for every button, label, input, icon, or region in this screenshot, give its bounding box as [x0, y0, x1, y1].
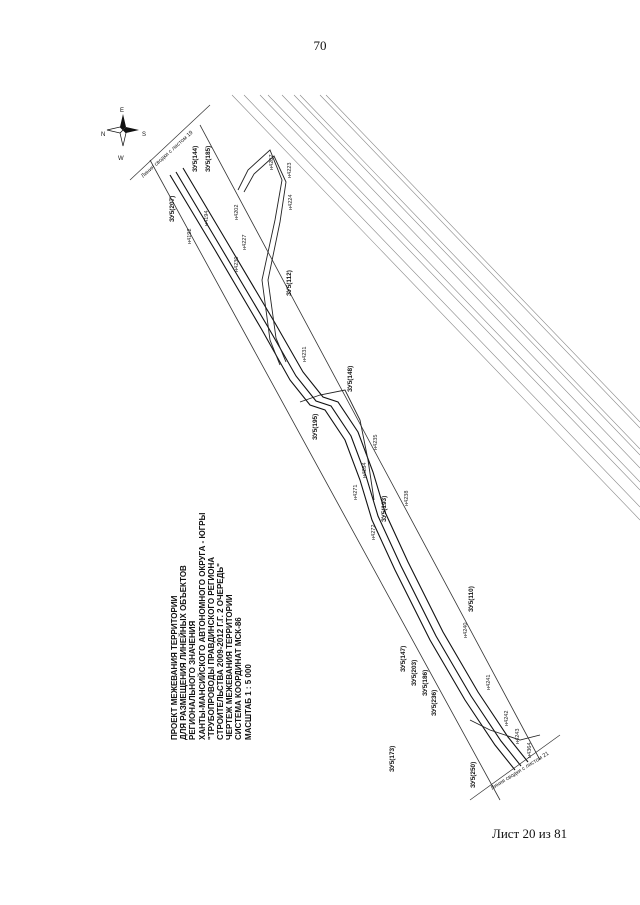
point-label: н4231: [302, 346, 308, 362]
parcel-label: ЗУ5(193): [381, 496, 388, 522]
compass-n: N: [101, 132, 105, 138]
parcel-label: ЗУ5(144): [192, 146, 199, 172]
parcel-label: ЗУ5(112): [286, 270, 293, 296]
point-label: н4202: [234, 204, 240, 220]
point-label: н4272: [371, 524, 377, 540]
parcel-label: ЗУ5(185): [205, 146, 212, 172]
compass-w: W: [118, 156, 124, 162]
parcel-label: ЗУ5(195): [312, 414, 319, 440]
compass-s: S: [142, 132, 146, 138]
road-lines: [231, 94, 640, 521]
corridor-boundary: [149, 124, 541, 801]
point-label: н4230: [234, 256, 240, 272]
point-label: н4235: [373, 434, 379, 450]
point-label: н4271: [353, 484, 359, 500]
parcel-label: ЗУ5(110): [468, 586, 475, 612]
point-label: н4227: [242, 234, 248, 250]
point-label: н4241: [486, 674, 492, 690]
match-line-top-label: Линия сводки с листом 19: [140, 130, 194, 180]
point-label: н4238: [404, 490, 410, 506]
parcel-label: ЗУ5(207): [169, 196, 176, 222]
point-label: н4242: [504, 710, 510, 726]
sheet-label: Лист 20 из 81: [492, 826, 568, 841]
compass-rose-icon: [106, 114, 139, 147]
parcel-outline: [237, 149, 541, 741]
parcel-label: ЗУ5(147): [400, 646, 407, 672]
parcel-label: ЗУ5(250): [470, 762, 477, 788]
point-label: н4240: [463, 622, 469, 638]
page-number: 70: [313, 38, 327, 53]
point-label: н4224: [288, 194, 294, 210]
point-label: н4243: [515, 728, 521, 744]
match-line-bottom-label: Линия сводки с листом 21: [490, 751, 550, 792]
match-line-top: [129, 104, 211, 181]
pipeline-lines: [169, 167, 529, 771]
parcel-label: ЗУ5(236): [431, 690, 438, 716]
parcel-label: ЗУ5(148): [347, 366, 354, 392]
parcel-label: ЗУ5(186): [422, 670, 429, 696]
point-label: н4364: [527, 742, 533, 758]
point-label: н4284: [362, 462, 368, 478]
point-label: н4207: [269, 154, 275, 170]
parcel-label: ЗУ5(173): [389, 746, 396, 772]
point-label: н4223: [287, 162, 293, 178]
match-line-bottom: [469, 734, 561, 801]
point-label: н4194: [204, 210, 210, 226]
point-label: н4192: [187, 228, 193, 244]
parcel-label: ЗУ5(203): [411, 660, 418, 686]
compass-e: E: [120, 108, 124, 114]
